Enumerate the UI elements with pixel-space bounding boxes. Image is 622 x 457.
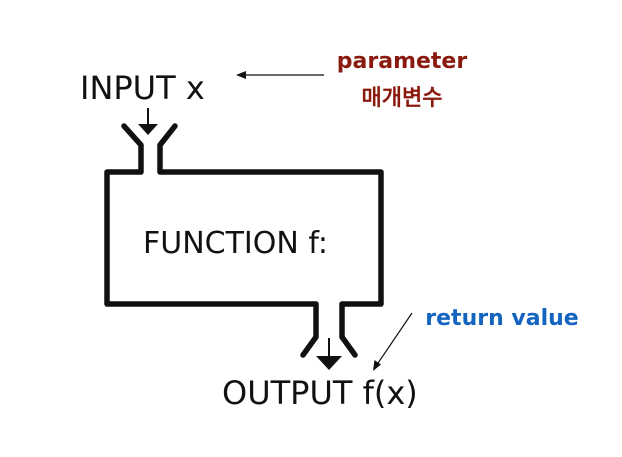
function-label: FUNCTION f: [143,226,328,261]
parameter-arrow [236,71,324,79]
parameter-label: parameter [337,49,468,74]
function-machine-outline [104,123,384,358]
output-arrow [316,338,342,370]
output-label: OUTPUT f(x) [222,374,418,412]
return-value-arrow [373,312,413,371]
input-arrow [138,108,158,135]
input-label: INPUT x [80,69,205,107]
parameter-korean-label: 매개변수 [362,86,443,111]
return-value-label: return value [425,306,578,331]
